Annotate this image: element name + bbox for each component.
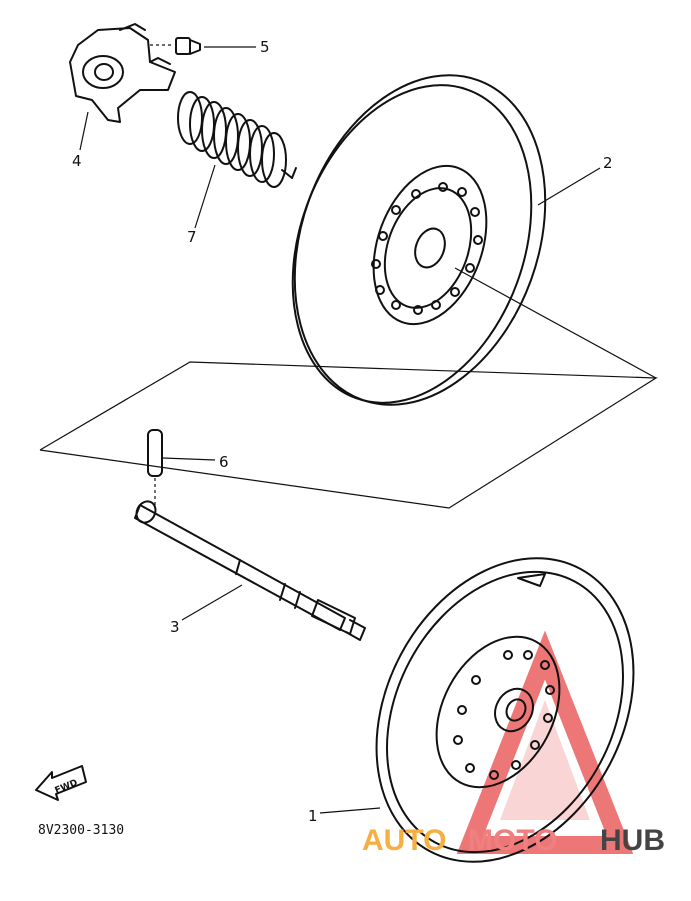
callout-6: 6 [219,453,229,471]
part-4-bracket [69,23,176,123]
callout-7: 7 [187,228,197,246]
callout-4: 4 [72,152,82,170]
callout-2: 2 [603,154,613,172]
part-1-sheave [375,557,635,863]
fwd-label: FWD [54,778,80,796]
leader-lines [79,46,601,814]
part-7-spring [177,91,297,188]
watermark-text: AUTO MOTO HUB [362,824,665,857]
watermark-hub: HUB [600,824,665,857]
watermark-triangle [456,630,634,854]
fwd-arrow-icon: FWD [35,765,87,801]
part-code: 8V2300-3130 [38,823,124,838]
part-5-screw [150,37,201,55]
watermark-moto: MOTO [468,824,557,857]
part-2-sheave [291,74,547,406]
callout-5: 5 [260,38,270,56]
watermark-auto: AUTO [362,824,446,857]
assembly-plane [39,267,658,509]
part-6-pin [147,429,163,505]
callout-1: 1 [308,807,318,825]
callout-3: 3 [170,618,180,636]
part-3-shaft [134,500,366,641]
